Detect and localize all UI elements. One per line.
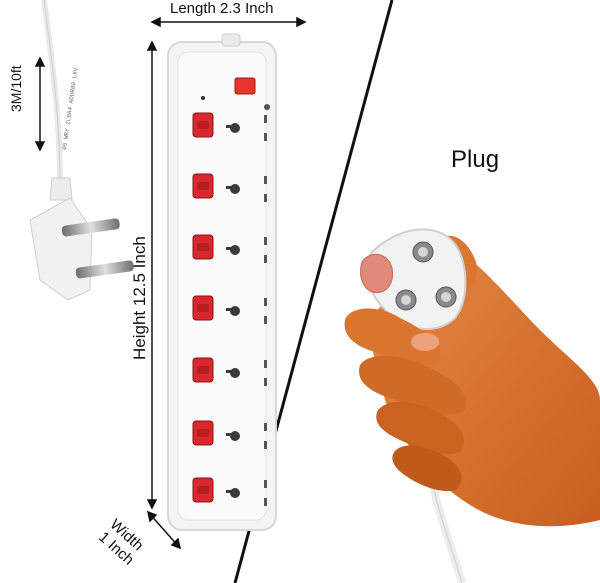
plug-pin — [75, 260, 134, 279]
power-strip — [167, 33, 277, 531]
power-cable — [41, 0, 63, 181]
wall-plug-small — [29, 177, 134, 301]
socket-row — [192, 234, 267, 263]
height-arrow — [146, 40, 158, 510]
socket-row — [192, 357, 267, 386]
cable-length-label: 3M/10ft — [8, 65, 24, 112]
socket-row — [192, 477, 267, 506]
plug-pin — [61, 218, 120, 237]
cable-arrow — [34, 56, 46, 152]
socket-row — [192, 112, 267, 141]
hand-holding-plug — [344, 228, 600, 583]
socket-row — [192, 173, 267, 202]
plug-label: Plug — [451, 146, 500, 173]
length-arrow — [150, 16, 307, 28]
cable-print: 05 WRY 2L0A4 ADDR00 LXV — [61, 67, 80, 150]
width-arrow — [146, 510, 182, 550]
socket-row — [192, 420, 267, 449]
height-dimension-label: Height 12.5 Inch — [130, 236, 149, 360]
socket-row — [192, 295, 267, 324]
length-dimension-label: Length 2.3 Inch — [170, 0, 274, 17]
master-switch — [234, 77, 256, 95]
